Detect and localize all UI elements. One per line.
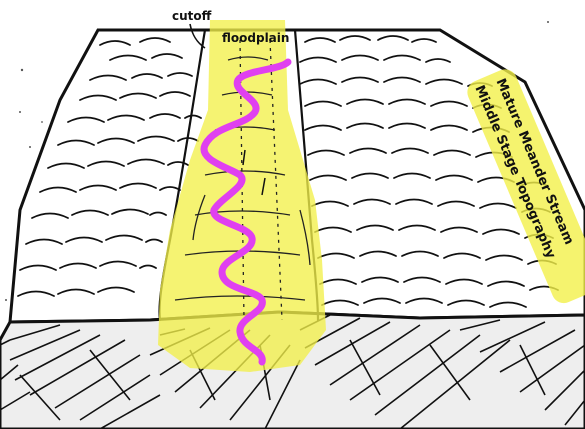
floodplain-label: floodplain xyxy=(222,31,289,45)
cutoff-label: cutoff xyxy=(172,9,212,23)
